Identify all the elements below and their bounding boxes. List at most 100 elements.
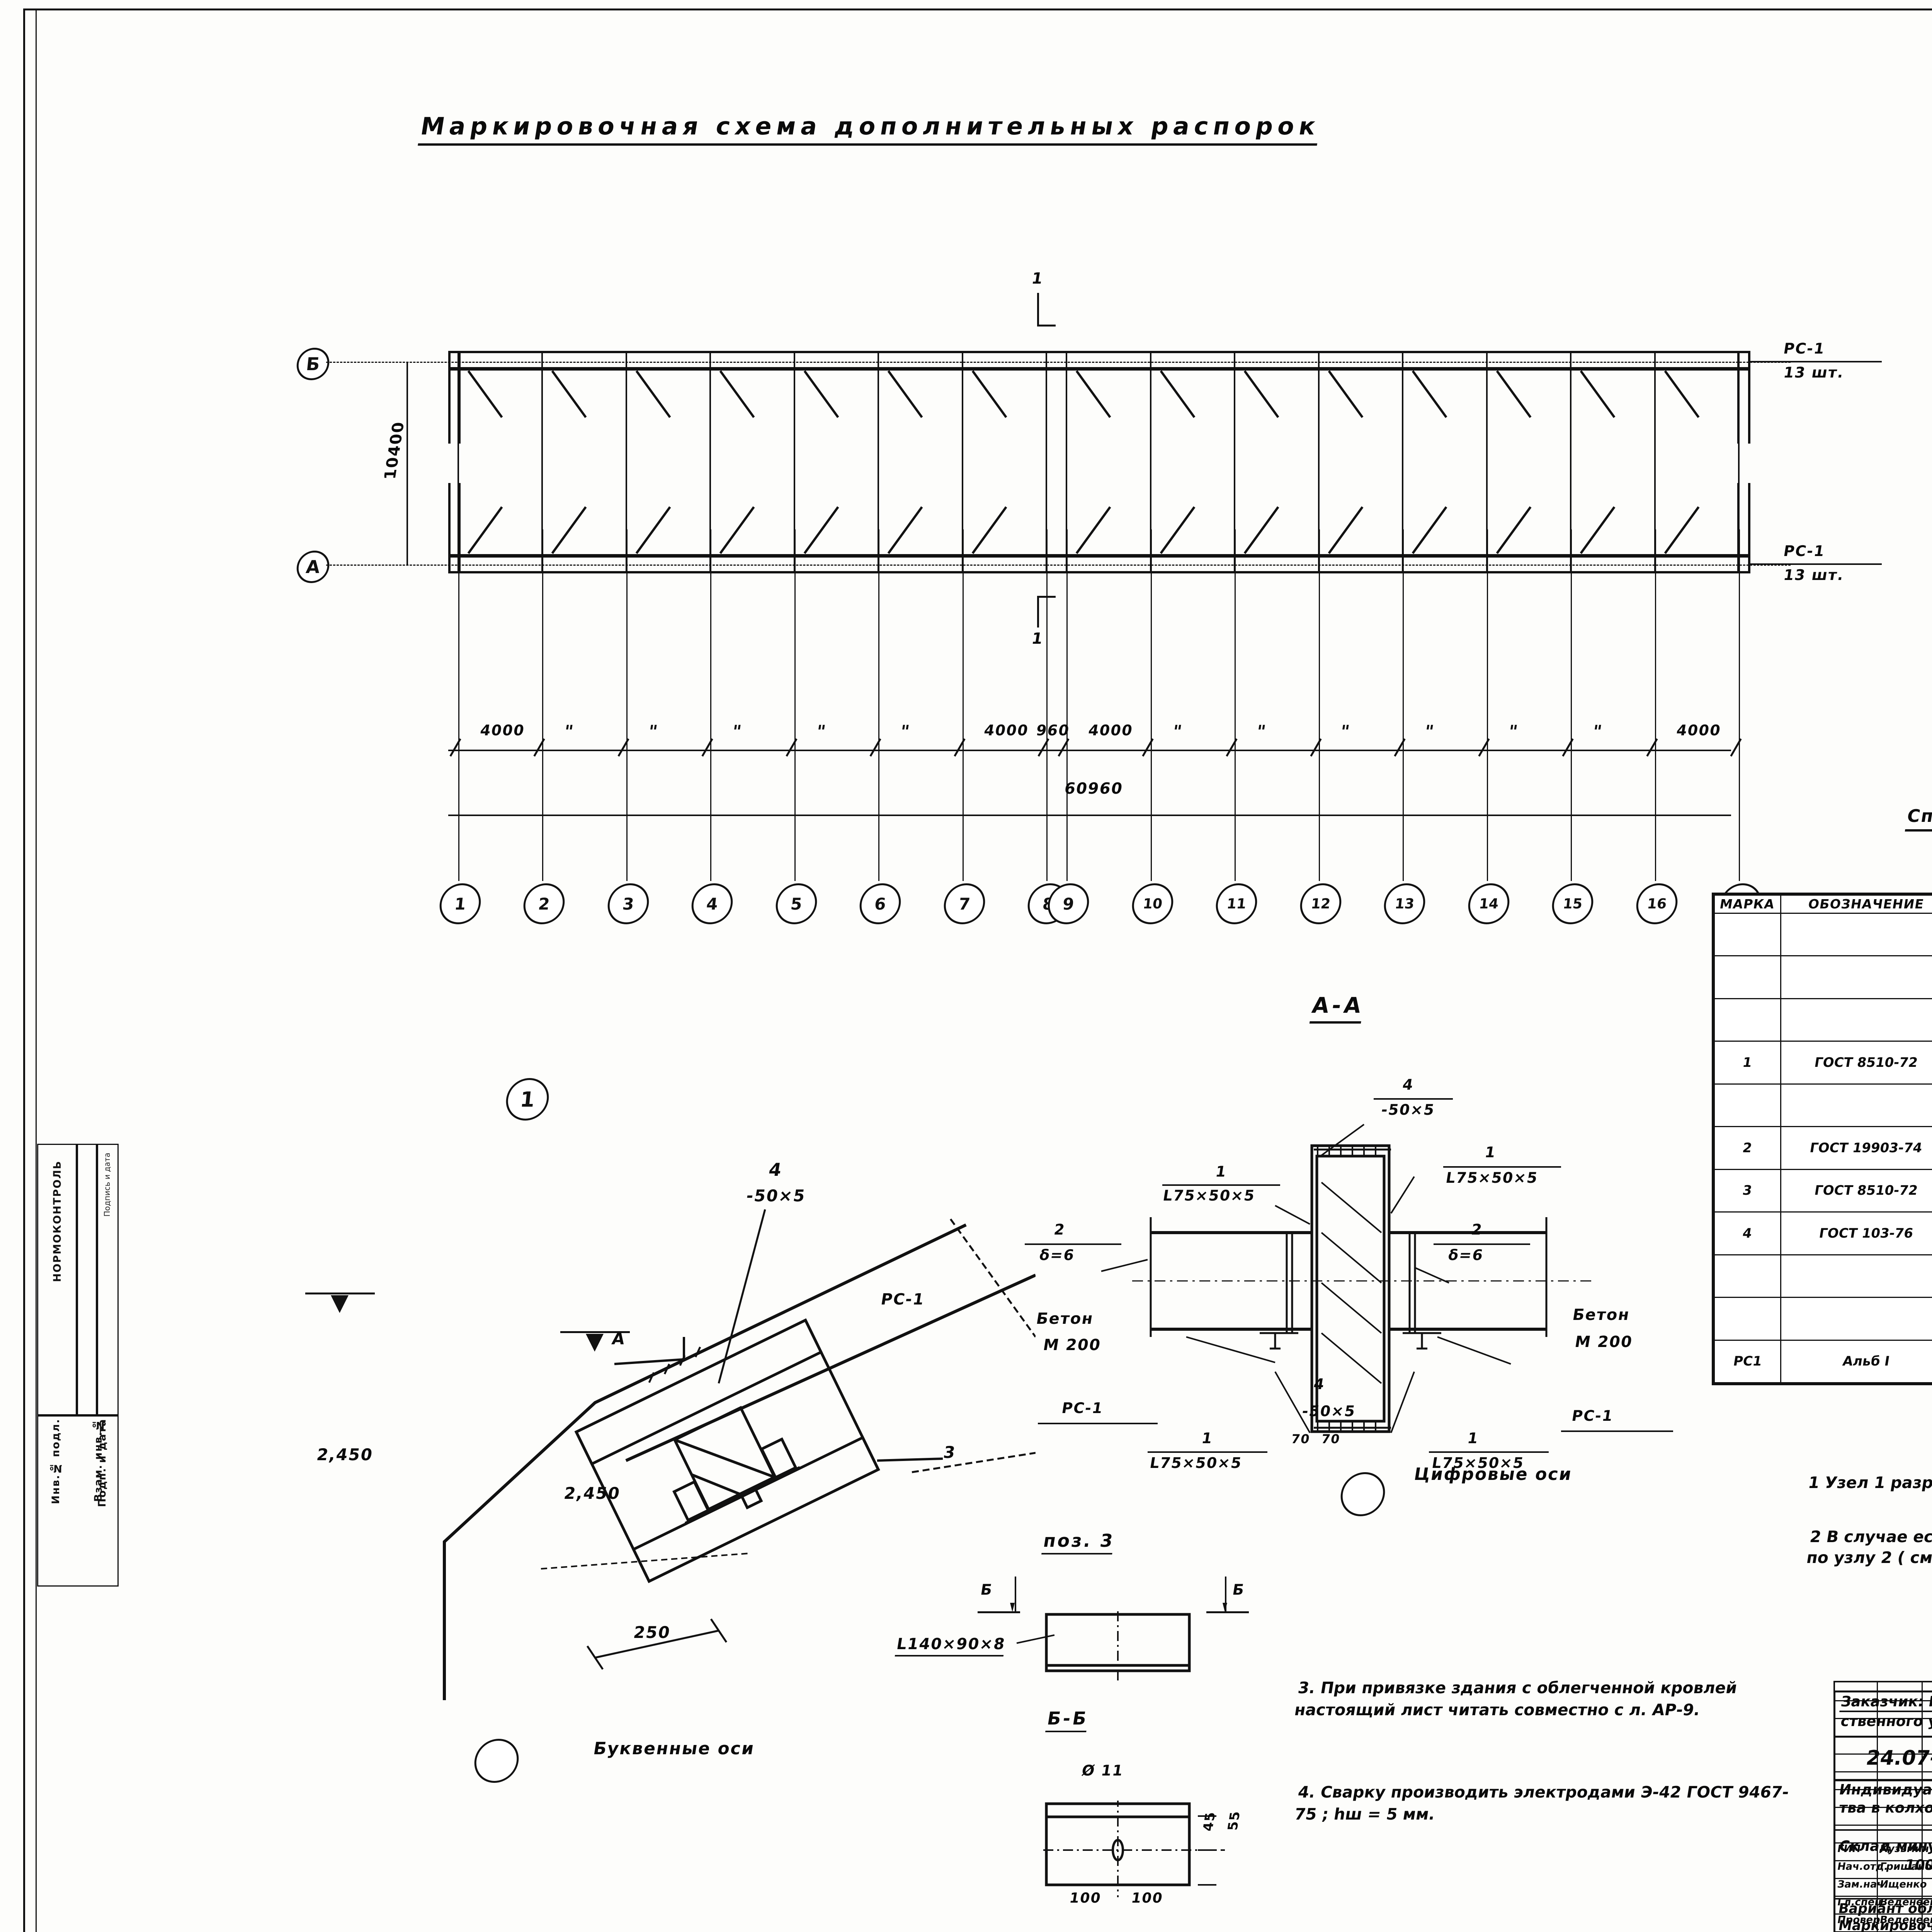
spec-cell-mark: РС1 <box>1732 1354 1763 1369</box>
podpis-data-label: Подпись и дата <box>102 1153 112 1217</box>
spec-row: ℓ=140 мм40,28кг <box>1714 1254 1932 1298</box>
wall-rail-bottom-inner <box>448 554 1750 558</box>
aa-dim-70a: 70 <box>1290 1432 1311 1446</box>
spec-table: МАРКА ОБОЗНАЧЕНИЕ НАИМЕНОВАНИЕ КОЛ ВЕС М… <box>1712 893 1932 1385</box>
axis-line-a <box>326 565 1791 566</box>
bb-dim-100a: 100 <box>1068 1890 1102 1906</box>
plan-column-line <box>1402 351 1404 573</box>
spec-table-grid: МАРКА ОБОЗНАЧЕНИЕ НАИМЕНОВАНИЕ КОЛ ВЕС М… <box>1714 895 1932 1384</box>
brace-line-top <box>1076 370 1111 418</box>
node1-caption: Буквенные оси <box>592 1739 757 1759</box>
bay-dimension: 4000 <box>1675 722 1723 739</box>
dim-extension-line <box>1046 529 1048 881</box>
customer-line-2: ственного управления с/х Тульской обл. <box>1839 1713 1932 1730</box>
aa-delta-left: δ=6 <box>1038 1247 1076 1264</box>
bb-view: Ø 11 45 55 100 100 <box>947 1762 1294 1932</box>
dim-tick <box>1646 738 1668 763</box>
spec-header-row: МАРКА ОБОЗНАЧЕНИЕ НАИМЕНОВАНИЕ КОЛ ВЕС М… <box>1714 895 1932 914</box>
brace-line-top <box>1412 370 1447 418</box>
brace-line-top <box>1664 370 1700 418</box>
bay-dimension: " <box>563 722 576 742</box>
sheet-border <box>23 9 1932 1932</box>
dim-extension-line <box>1571 529 1572 881</box>
bb-dim-100b: 100 <box>1130 1890 1164 1906</box>
rs1-leader-top <box>1750 361 1882 362</box>
plan-column-line <box>541 351 543 573</box>
spec-row: Ж.бетонные изделия <box>1714 1297 1932 1341</box>
brace-line-top <box>1243 370 1279 418</box>
wall-cap-left-bot <box>448 483 451 573</box>
bay-dimension: " <box>815 722 828 742</box>
wall-cap-right-top <box>1748 351 1750 444</box>
aa-leader-tl <box>1162 1184 1280 1186</box>
aa-l-top-right: L75×50×5 <box>1444 1169 1539 1186</box>
plan-column-line <box>793 351 795 573</box>
node-1-detail: 1 <box>315 1043 1037 1700</box>
signature-grid-row-rule <box>1835 1931 1932 1932</box>
aa-plate-top: -50×5 <box>1380 1101 1436 1118</box>
plan-view: Б А 10400 1 1 РС-1 13 шт. <box>286 270 1882 648</box>
bay-dimension: " <box>1255 722 1268 742</box>
node1-elev-arrow-right <box>560 1331 630 1357</box>
aa-leader-top <box>1374 1098 1453 1100</box>
axis-bubble-14: 14 <box>1466 883 1512 924</box>
signature-grid-row-rule <box>1835 1789 1932 1790</box>
dim-tick <box>869 738 891 763</box>
dim-tick <box>786 738 808 763</box>
pos3-profile-label: L140×90×8 <box>895 1635 1007 1656</box>
bay-dimension: 4000 <box>479 722 526 739</box>
brace-line-top <box>971 370 1007 418</box>
normokontrol-label: НОРМОКОНТРОЛЬ <box>51 1160 63 1282</box>
aa-plate-bottom: -50×5 <box>1301 1403 1357 1420</box>
bay-dimension: " <box>1423 722 1436 742</box>
plan-column-line <box>1046 351 1048 573</box>
bay-dimension: 4000 <box>983 722 1030 739</box>
dim-chain-line-2 <box>448 815 1731 816</box>
title-block: Заказчик: Межколхозное УКС произвоз- ств… <box>1833 1690 1932 1932</box>
bb-dim-55: 55 <box>1225 1811 1244 1831</box>
axis-bubble-6: 6 <box>857 883 903 924</box>
aa-leader-right <box>1434 1243 1530 1245</box>
bay-dimension: " <box>1339 722 1352 742</box>
signature-grid-row-rule <box>1835 1718 1932 1719</box>
brace-line-bottom <box>1243 506 1279 554</box>
signature-grid-row-rule <box>1835 1842 1932 1844</box>
node1-pos-size: -50×5 <box>745 1186 807 1205</box>
wall-rail-top-inner <box>448 367 1750 371</box>
dim-extension-line <box>710 529 712 881</box>
spec-cell-mark: 2 <box>1742 1140 1753 1156</box>
spec-cell-designation: Альб I <box>1841 1354 1891 1369</box>
signature-grid-row-rule <box>1835 1860 1932 1861</box>
brace-line-top <box>635 370 671 418</box>
aa-l-bot-left: L75×50×5 <box>1148 1454 1243 1471</box>
brace-line-top <box>719 370 755 418</box>
spec-cell-designation: ГОСТ 103-76 <box>1818 1225 1915 1241</box>
wall-cap-left-top2 <box>459 351 461 444</box>
brace-line-top <box>803 370 839 418</box>
bay-dimension: " <box>1507 722 1520 742</box>
plan-column-line <box>1654 351 1656 573</box>
axis-bubble-a: А <box>295 551 331 583</box>
brace-line-top <box>1496 370 1532 418</box>
plan-vert-dim-text: 10400 <box>381 421 408 480</box>
dim-extension-line <box>458 529 459 881</box>
axis-bubble-2: 2 <box>521 883 567 924</box>
bay-dimension: " <box>646 722 660 742</box>
wall-cap-right-bot <box>1748 483 1750 573</box>
node1-rs-label: РС-1 <box>879 1291 926 1308</box>
pos3-title: поз. 3 <box>1041 1530 1116 1554</box>
brace-line-bottom <box>719 506 755 554</box>
signature-grid-row-rule <box>1835 1700 1932 1701</box>
aa-rs-right-ul <box>1561 1430 1673 1432</box>
plan-column-line <box>1570 351 1572 573</box>
bay-dimension: " <box>1591 722 1604 742</box>
brace-line-bottom <box>1496 506 1532 554</box>
dim-tick <box>1142 738 1164 763</box>
plan-column-line <box>625 351 627 573</box>
brace-line-top <box>1580 370 1616 418</box>
section-aa-graphic <box>1101 1124 1592 1433</box>
aa-concrete-left-1: Бетон <box>1035 1310 1095 1328</box>
axis-bubble-7: 7 <box>942 883 987 924</box>
